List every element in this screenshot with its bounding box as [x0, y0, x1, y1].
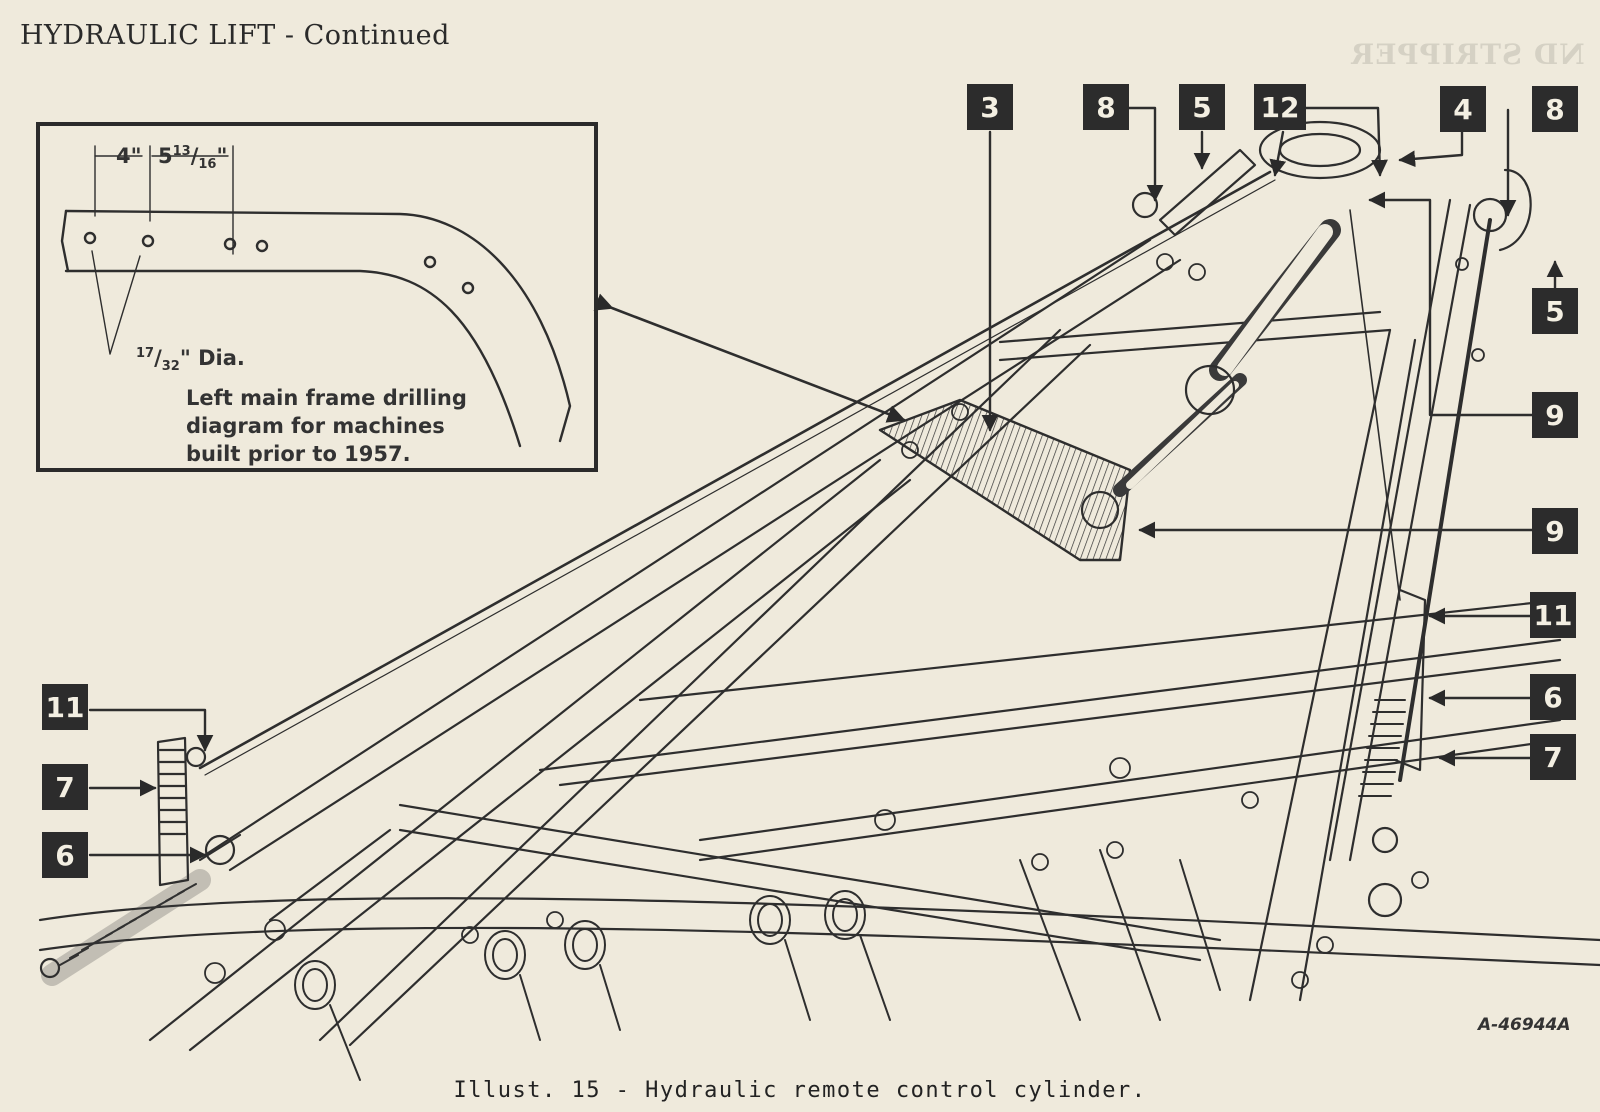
dimension-5-13-16-inch: 513/16" [158, 144, 228, 173]
callout-6-right: 6 [1530, 674, 1576, 720]
frame-outline [64, 209, 572, 443]
inset-note-line-3: built prior to 1957. [186, 442, 411, 466]
dim-denominator: 16 [198, 157, 217, 173]
callout-11-left: 11 [42, 684, 88, 730]
dimension-4-inch: 4" [116, 144, 142, 168]
callout-3: 3 [967, 84, 1013, 130]
dim-numerator: 13 [172, 144, 191, 159]
right-spring [1358, 699, 1406, 797]
coil-tines [294, 849, 1221, 1081]
frame-outline-drawing [60, 145, 572, 448]
page-heading: HYDRAULIC LIFT - Continued [20, 20, 450, 51]
hole-diameter-label: 17/32" Dia. [136, 346, 245, 375]
hole-numerator: 17 [136, 346, 155, 361]
inset-note-line-1: Left main frame drilling [186, 386, 467, 410]
hole-denominator: 32 [161, 359, 180, 375]
figure-caption: Illust. 15 - Hydraulic remote control cy… [453, 1078, 1147, 1103]
callout-leaders [88, 106, 1564, 864]
cylinder-bracket [878, 398, 1132, 562]
inset-note: Left main frame drilling diagram for mac… [186, 384, 506, 468]
callout-9-lower: 9 [1532, 508, 1578, 554]
callout-12: 12 [1254, 84, 1306, 130]
dim-unit: " [216, 144, 228, 168]
hole-unit-label: " Dia. [179, 346, 245, 370]
callout-9-upper: 9 [1532, 392, 1578, 438]
lift-cable [198, 170, 1272, 770]
inset-note-line-2: diagram for machines [186, 414, 445, 438]
callout-7-right: 7 [1530, 734, 1576, 780]
callout-7-left: 7 [42, 764, 88, 810]
callout-8-top-right: 8 [1532, 86, 1578, 132]
frame-post [1248, 328, 1392, 1002]
hex-nuts [204, 253, 1485, 989]
inset-leader-arrow [593, 293, 906, 423]
part-number: A-46944A [1478, 1015, 1571, 1035]
callout-8-top-left: 8 [1083, 84, 1129, 130]
left-spring [59, 883, 197, 966]
lower-rail [38, 897, 1600, 942]
callout-5-right: 5 [1532, 288, 1578, 334]
main-frame-beam [203, 238, 1152, 857]
callout-4: 4 [1440, 86, 1486, 132]
drilling-diagram-inset: 4" 513/16" 17/32" Dia. Left main frame d… [36, 122, 598, 472]
callout-6-left: 6 [42, 832, 88, 878]
top-pulley [1258, 120, 1382, 180]
callout-5-top: 5 [1179, 84, 1225, 130]
dim-whole: 5 [158, 144, 173, 168]
callout-11-right: 11 [1530, 592, 1576, 638]
